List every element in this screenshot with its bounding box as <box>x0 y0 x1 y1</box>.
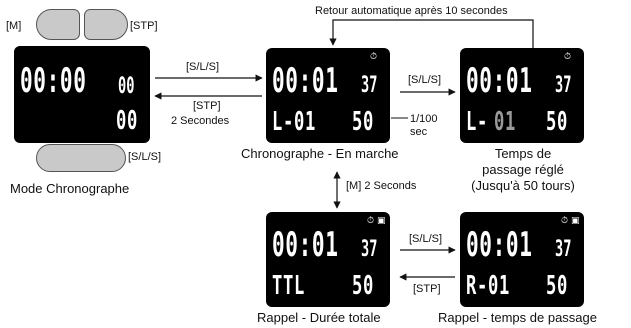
total-small-digits: 37 <box>361 237 378 262</box>
screen-running: ⏱ 00:01 37 L-01 50 <box>266 48 390 143</box>
m-2s-label: [M] 2 Seconds <box>346 180 417 192</box>
sls-label-2: [S/L/S] <box>408 74 442 86</box>
total-main-time: 00:01 <box>272 225 339 265</box>
unit-label-bottom: sec <box>410 126 428 138</box>
recall-main-time: 00:01 <box>466 225 533 265</box>
caption-lap: Temps de passage réglé (Jusqu'à 50 tours… <box>458 146 588 194</box>
screen-mode: 00:00 00 00 <box>14 46 150 143</box>
stp-button[interactable] <box>84 9 128 40</box>
lap-main-time: 00:01 <box>466 61 533 101</box>
recall-bottom-left: R-01 <box>466 271 510 301</box>
m-button[interactable] <box>36 9 80 40</box>
running-bottom-left: L-01 <box>272 107 316 137</box>
stopwatch-icon: ⏱ <box>367 215 375 225</box>
memory-icon: ▣ <box>377 215 386 225</box>
recall-bottom-right: 50 <box>546 271 568 301</box>
caption-lap-line-1: Temps de <box>494 146 552 161</box>
lap-bottom-number: 01 <box>494 107 516 137</box>
caption-lap-line-3: (Jusqu'à 50 tours) <box>471 178 575 193</box>
lap-small-digits: 37 <box>555 73 572 98</box>
unit-label-top: 1/100 <box>410 113 438 125</box>
running-bottom-right: 50 <box>352 107 374 137</box>
stopwatch-icon: ⏱ <box>561 215 569 225</box>
lap-bottom-right: 50 <box>546 107 568 137</box>
sls-label-1: [S/L/S] <box>186 61 220 73</box>
recall-small-digits: 37 <box>555 237 572 262</box>
total-bottom-right: 50 <box>352 271 374 301</box>
running-main-time: 00:01 <box>272 61 339 101</box>
stp-button-label: [STP] <box>130 20 158 32</box>
arrow-auto-return <box>329 19 534 48</box>
sls-button[interactable] <box>36 144 126 172</box>
m-button-label: [M] <box>6 20 22 32</box>
caption-lap-line-2: passage réglé <box>482 162 564 177</box>
stopwatch-icon: ⏱ <box>370 51 378 61</box>
screen-recall: ⏱ ▣ 00:01 37 R-01 50 <box>460 212 584 307</box>
mode-small-digits: 00 <box>118 74 135 99</box>
auto-return-label: Retour automatique après 10 secondes <box>315 5 508 17</box>
caption-mode: Mode Chronographe <box>10 181 130 196</box>
sls-button-label: [S/L/S] <box>128 151 162 163</box>
caption-recall: Rappel - temps de passage <box>438 310 597 325</box>
mode-bottom-digits: 00 <box>116 106 138 136</box>
stopwatch-icon: ⏱ <box>564 51 572 61</box>
stp-label-3: [STP] <box>413 283 441 295</box>
screen-total: ⏱ ▣ 00:01 37 TTL 50 <box>266 212 390 307</box>
memory-icon: ▣ <box>571 215 580 225</box>
two-seconds-label: 2 Secondes <box>171 115 230 127</box>
stp-label-2s: [STP] <box>193 100 221 112</box>
caption-running: Chronographe - En marche <box>241 146 399 161</box>
sls-label-3: [S/L/S] <box>409 233 443 245</box>
total-bottom-left: TTL <box>272 271 305 301</box>
lap-bottom-prefix: L- <box>466 107 488 137</box>
caption-total: Rappel - Durée totale <box>257 310 381 325</box>
mode-main-time: 00:00 <box>20 61 87 101</box>
screen-lap: ⏱ 00:01 37 L- 01 50 <box>460 48 584 143</box>
running-small-digits: 37 <box>361 73 378 98</box>
